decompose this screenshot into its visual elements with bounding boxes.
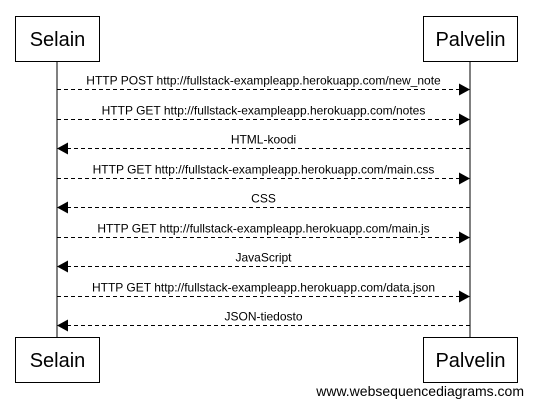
message-label: HTTP POST http://fullstack-exampleapp.he… xyxy=(86,74,441,88)
actor-box xyxy=(423,337,518,383)
actor-label: Palvelin xyxy=(435,350,505,372)
actor-box xyxy=(15,337,100,383)
actor-bottom-left: Selain xyxy=(15,337,100,383)
message-label: CSS xyxy=(251,192,276,206)
actor-box xyxy=(15,16,100,62)
message-6: HTTP GET http://fullstack-exampleapp.her… xyxy=(57,222,470,244)
message-label: HTTP GET http://fullstack-exampleapp.her… xyxy=(97,222,429,236)
message-7: JavaScript xyxy=(57,251,470,273)
arrowhead-left-icon xyxy=(57,319,68,332)
message-label: HTTP GET http://fullstack-exampleapp.her… xyxy=(92,281,435,295)
message-label: HTTP GET http://fullstack-exampleapp.her… xyxy=(102,104,426,118)
arrowhead-right-icon xyxy=(459,83,470,96)
arrowhead-right-icon xyxy=(459,172,470,185)
arrowhead-right-icon xyxy=(459,113,470,126)
actor-top-left: Selain xyxy=(15,16,100,62)
arrowhead-left-icon xyxy=(57,142,68,155)
message-label: HTTP GET http://fullstack-exampleapp.her… xyxy=(93,163,435,177)
message-5: CSS xyxy=(57,192,470,214)
message-label: JSON-tiedosto xyxy=(224,310,302,324)
actor-label: Selain xyxy=(30,350,86,372)
message-8: HTTP GET http://fullstack-exampleapp.her… xyxy=(57,281,470,303)
arrowhead-left-icon xyxy=(57,260,68,273)
message-1: HTTP POST http://fullstack-exampleapp.he… xyxy=(57,74,470,96)
actor-box xyxy=(423,16,518,62)
actor-label: Palvelin xyxy=(435,29,505,51)
message-3: HTML-koodi xyxy=(57,133,470,155)
message-label: JavaScript xyxy=(235,251,292,265)
message-9: JSON-tiedosto xyxy=(57,310,470,332)
actor-top-right: Palvelin xyxy=(423,16,518,62)
messages-group: HTTP POST http://fullstack-exampleapp.he… xyxy=(57,74,470,332)
arrowhead-left-icon xyxy=(57,201,68,214)
actor-bottom-right: Palvelin xyxy=(423,337,518,383)
message-2: HTTP GET http://fullstack-exampleapp.her… xyxy=(57,104,470,126)
footer-credit: www.websequencediagrams.com xyxy=(316,383,524,399)
message-4: HTTP GET http://fullstack-exampleapp.her… xyxy=(57,163,470,185)
arrowhead-right-icon xyxy=(459,231,470,244)
arrowhead-right-icon xyxy=(459,290,470,303)
actor-label: Selain xyxy=(30,29,86,51)
message-label: HTML-koodi xyxy=(231,133,296,147)
